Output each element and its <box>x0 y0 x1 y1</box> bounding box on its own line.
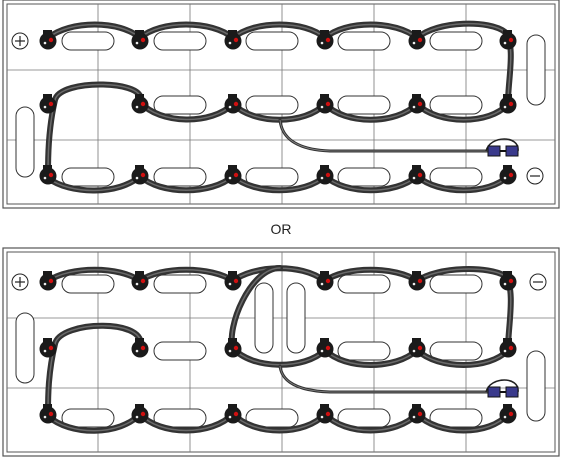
battery-post-icon <box>316 404 334 424</box>
battery-post-icon <box>499 271 517 291</box>
battery-post-icon <box>131 338 149 358</box>
vent-cap <box>153 274 207 294</box>
battery-post-icon <box>316 94 334 114</box>
vent-cap <box>337 31 391 51</box>
tray-outer-frame <box>2 247 560 457</box>
battery-bank-diagram-1 <box>2 0 560 209</box>
positive-terminal-icon <box>11 273 29 291</box>
battery-post-icon <box>131 165 149 185</box>
battery-post-icon <box>499 404 517 424</box>
battery-post-icon <box>131 30 149 50</box>
vent-cap <box>429 95 483 115</box>
battery-post-icon <box>224 271 242 291</box>
battery-bank-diagram-2 <box>2 247 560 457</box>
battery-post-icon <box>316 165 334 185</box>
battery-post-icon <box>131 271 149 291</box>
connector-plug-icon <box>485 379 519 398</box>
battery-cable <box>45 81 144 178</box>
battery-post-icon <box>39 338 57 358</box>
vent-cap <box>429 341 483 361</box>
vent-cap <box>337 95 391 115</box>
battery-post-icon <box>408 165 426 185</box>
sense-lead-wire <box>278 118 490 153</box>
battery-post-icon <box>316 30 334 50</box>
vertical-vent-cap <box>286 282 306 354</box>
battery-post-icon <box>499 338 517 358</box>
vent-cap <box>429 31 483 51</box>
battery-post-icon <box>499 30 517 50</box>
tray-inner-frame <box>6 3 556 205</box>
tray-inner-frame <box>6 251 556 453</box>
battery-post-icon <box>39 165 57 185</box>
vertical-vent-cap <box>254 282 274 354</box>
vent-cap <box>429 408 483 428</box>
battery-post-icon <box>499 94 517 114</box>
battery-post-icon <box>408 30 426 50</box>
negative-terminal-icon <box>529 273 547 291</box>
vent-cap <box>153 95 207 115</box>
battery-post-icon <box>408 94 426 114</box>
battery-post-icon <box>316 271 334 291</box>
vent-cap <box>429 167 483 187</box>
battery-post-icon <box>408 271 426 291</box>
positive-terminal-icon <box>11 32 29 50</box>
vent-cap <box>337 274 391 294</box>
vent-cap <box>245 408 299 428</box>
vent-cap <box>61 408 115 428</box>
connector-plug-icon <box>485 138 519 157</box>
battery-post-icon <box>408 338 426 358</box>
battery-post-icon <box>316 338 334 358</box>
vent-cap <box>337 167 391 187</box>
vent-cap <box>153 341 207 361</box>
vertical-vent-cap <box>15 312 35 384</box>
battery-post-icon <box>224 338 242 358</box>
vent-cap <box>337 408 391 428</box>
vent-cap <box>153 167 207 187</box>
battery-post-icon <box>499 165 517 185</box>
battery-post-icon <box>224 165 242 185</box>
vent-cap <box>337 341 391 361</box>
vent-cap <box>245 167 299 187</box>
battery-post-icon <box>39 30 57 50</box>
vent-cap <box>153 31 207 51</box>
vertical-vent-cap <box>526 350 546 422</box>
vent-cap <box>245 31 299 51</box>
vent-cap <box>429 274 483 294</box>
vertical-vent-cap <box>526 34 546 106</box>
battery-post-icon <box>224 94 242 114</box>
battery-post-icon <box>39 94 57 114</box>
battery-post-icon <box>224 404 242 424</box>
battery-post-icon <box>39 271 57 291</box>
battery-post-icon <box>131 94 149 114</box>
battery-post-icon <box>131 404 149 424</box>
negative-terminal-icon <box>526 167 544 185</box>
vertical-vent-cap <box>15 106 35 178</box>
tray-outer-frame <box>2 0 560 209</box>
vent-cap <box>153 408 207 428</box>
vent-cap <box>61 31 115 51</box>
vent-cap <box>245 95 299 115</box>
battery-cable <box>45 322 144 416</box>
battery-post-icon <box>408 404 426 424</box>
or-separator-label: OR <box>270 221 292 237</box>
vent-cap <box>61 274 115 294</box>
vent-cap <box>61 167 115 187</box>
battery-post-icon <box>224 30 242 50</box>
battery-post-icon <box>39 404 57 424</box>
